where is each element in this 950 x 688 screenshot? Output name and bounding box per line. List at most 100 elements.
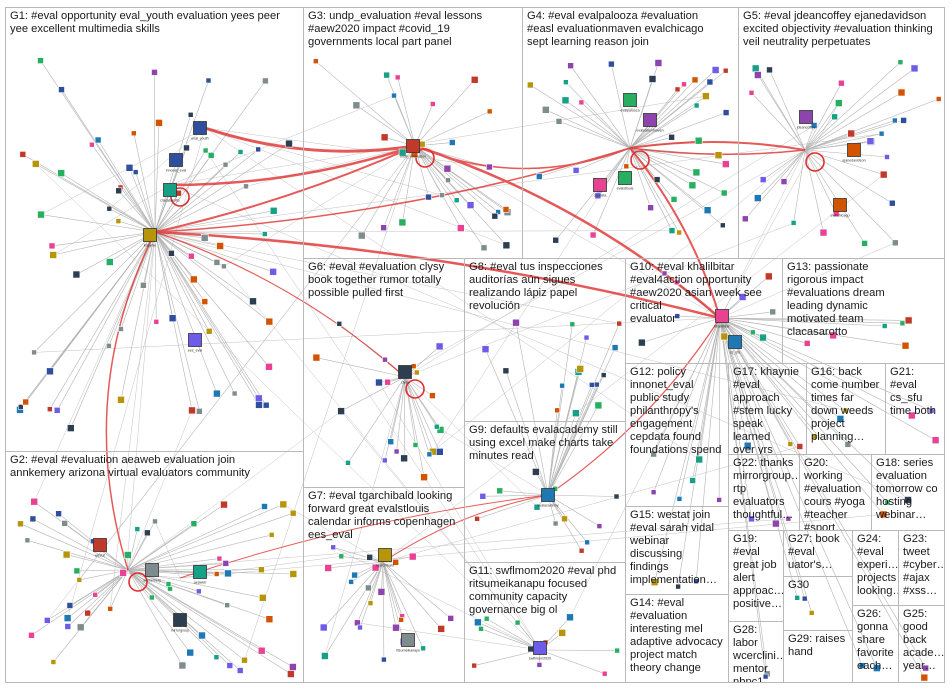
- network-node: [479, 492, 487, 500]
- avatar-node: [401, 633, 415, 647]
- network-node: [140, 281, 147, 289]
- network-edge: [653, 317, 721, 455]
- node-label: ejanedavidson: [842, 159, 865, 163]
- network-node: [76, 577, 83, 583]
- group-g23: G23: tweet #cyber… #ajax #xss…: [898, 530, 945, 606]
- group-g22: G22: thanks mirrorgroup… rtp evaluators …: [728, 454, 800, 531]
- network-node: [888, 199, 896, 207]
- network-node: [352, 101, 361, 110]
- network-node: [312, 58, 319, 65]
- network-edge: [382, 561, 442, 630]
- network-edge: [629, 84, 685, 149]
- network-node: [201, 298, 209, 305]
- network-node: [623, 163, 630, 170]
- network-edge: [154, 231, 846, 411]
- network-node: [435, 447, 444, 456]
- network-node: [616, 320, 623, 327]
- group-g8-label: G8: #eval tus inspecciones auditorías aú…: [469, 261, 603, 312]
- network-edge: [127, 512, 294, 571]
- network-node: [152, 518, 158, 525]
- group-g14: G14: #eval #evaluation interesting mel a…: [625, 594, 729, 683]
- network-node: [207, 152, 215, 159]
- network-node: [213, 654, 220, 661]
- group-g2: G2: #eval #evaluation aeaweb evaluation …: [5, 451, 304, 683]
- network-node: [749, 329, 756, 336]
- avatar-node: [193, 565, 207, 579]
- network-node: [384, 378, 391, 386]
- network-node: [478, 625, 484, 632]
- network-node: [398, 616, 404, 623]
- network-node: [151, 69, 158, 76]
- group-g10: G10: #eval khalilbitar #eval4action oppo…: [625, 258, 783, 364]
- network-node: [558, 629, 567, 637]
- network-edge: [154, 114, 191, 233]
- network-node: [583, 334, 590, 341]
- network-node: [236, 667, 244, 674]
- network-node: [714, 151, 723, 159]
- network-node: [261, 503, 268, 510]
- network-node: [224, 602, 230, 609]
- network-edge: [629, 79, 696, 149]
- network-edge: [539, 649, 605, 674]
- network-node: [748, 515, 755, 523]
- network-node: [881, 323, 888, 329]
- network-node: [357, 231, 366, 240]
- network-node: [330, 544, 337, 551]
- network-node: [37, 57, 44, 64]
- network-edge: [515, 322, 549, 496]
- avatar-node: [847, 143, 861, 157]
- network-node: [879, 170, 888, 179]
- network-node: [55, 510, 62, 518]
- group-g28-label: G28: labor wcerclini… mentor nbpc1…: [733, 624, 784, 683]
- network-node: [456, 224, 465, 232]
- emphasized-edge: [204, 126, 416, 153]
- network-node: [37, 210, 45, 219]
- network-node: [762, 673, 769, 680]
- network-edge: [404, 125, 815, 378]
- network-edge: [763, 149, 806, 180]
- network-node: [811, 433, 818, 440]
- emphasized-edge: [382, 494, 549, 563]
- network-node: [491, 212, 499, 220]
- network-edge: [127, 410, 193, 571]
- network-edge: [719, 317, 909, 321]
- network-edge: [404, 376, 430, 455]
- network-node: [719, 222, 726, 229]
- network-edge: [53, 184, 171, 256]
- network-node: [134, 526, 141, 532]
- network-edge: [547, 368, 581, 496]
- network-node: [46, 367, 54, 376]
- network-node: [106, 342, 112, 349]
- network-node: [345, 459, 351, 466]
- network-edge: [719, 317, 863, 666]
- network-edge: [378, 382, 541, 651]
- node-label: westat: [95, 554, 105, 558]
- avatar-node: [643, 113, 657, 127]
- network-node: [48, 242, 56, 250]
- network-node: [794, 594, 801, 601]
- network-edge: [87, 569, 129, 614]
- group-g16: G16: back come number times far down wee…: [806, 363, 886, 455]
- network-node: [61, 520, 69, 527]
- group-g7: G7: #eval tgarchibald looking forward gr…: [303, 487, 465, 683]
- network-node: [420, 645, 426, 652]
- network-node: [216, 242, 224, 250]
- network-node: [222, 161, 229, 168]
- network-edge: [27, 540, 129, 571]
- network-node: [764, 272, 773, 281]
- network-node: [216, 555, 223, 562]
- avatar-node: [398, 365, 412, 379]
- group-g30: G30: [783, 576, 853, 631]
- network-node: [30, 497, 39, 506]
- network-node: [474, 515, 480, 522]
- avatar-node: [541, 488, 555, 502]
- network-edge: [382, 561, 403, 617]
- network-node: [118, 326, 124, 332]
- network-node: [567, 62, 574, 70]
- network-edge: [414, 103, 434, 147]
- network-node: [279, 500, 288, 509]
- network-edge: [486, 618, 541, 651]
- network-edge: [154, 122, 160, 233]
- network-edge: [626, 147, 631, 167]
- self-loop: [805, 152, 825, 172]
